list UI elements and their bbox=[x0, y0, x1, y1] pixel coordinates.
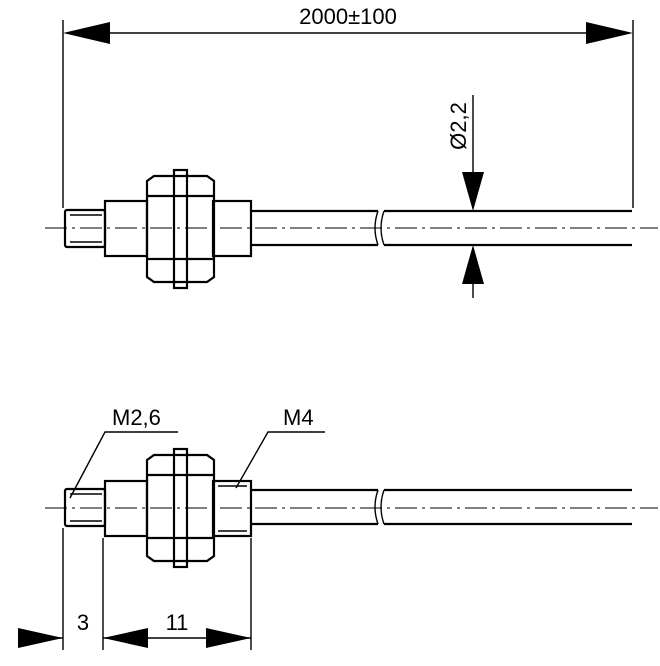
body-thread-label: M4 bbox=[283, 405, 314, 430]
diameter-label: Ø2,2 bbox=[446, 102, 471, 150]
tip-length-label: 3 bbox=[77, 610, 89, 635]
top-hex-nut bbox=[145, 168, 216, 290]
body-thread-callout: M4 bbox=[235, 405, 325, 489]
top-view: 2000±100 Ø2,2 bbox=[45, 4, 658, 298]
length-dimensions: 3 11 bbox=[18, 528, 252, 650]
body-length-label: 11 bbox=[166, 610, 189, 635]
tip-thread-label: M2,6 bbox=[112, 405, 161, 430]
overall-length-label: 2000±100 bbox=[299, 4, 397, 29]
overall-length-dimension: 2000±100 bbox=[62, 4, 634, 208]
bottom-hex-nut bbox=[145, 447, 216, 569]
diameter-dimension: Ø2,2 bbox=[446, 95, 484, 298]
top-cable-break bbox=[374, 210, 385, 246]
top-cable bbox=[251, 209, 632, 247]
bottom-view: M2,6 M4 3 11 bbox=[18, 405, 658, 650]
top-washer bbox=[172, 168, 189, 290]
bottom-cable bbox=[251, 488, 632, 526]
bottom-washer bbox=[172, 447, 189, 569]
bottom-cable-break bbox=[374, 489, 385, 525]
tip-thread-callout: M2,6 bbox=[69, 405, 178, 499]
